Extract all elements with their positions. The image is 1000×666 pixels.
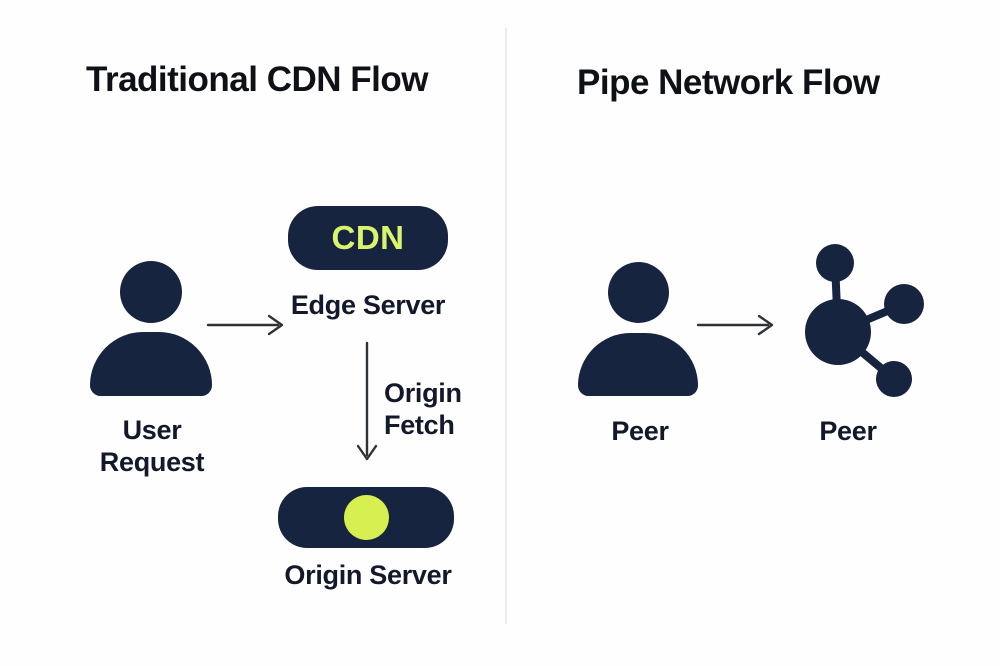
peer-source-label: Peer — [611, 416, 669, 446]
arrow-right-icon — [696, 314, 774, 336]
arrow-down-icon — [356, 341, 378, 461]
peer-user-icon — [608, 262, 669, 323]
origin-status-dot-icon — [343, 495, 389, 540]
peer-user-icon-body — [578, 333, 698, 396]
edge-server-label: Edge Server — [290, 290, 446, 320]
user-icon — [120, 261, 182, 323]
left-panel-title: Traditional CDN Flow — [86, 60, 428, 99]
network-nodes-icon — [805, 244, 924, 397]
origin-server-pill — [278, 487, 454, 548]
origin-fetch-label: Origin Fetch — [384, 378, 462, 441]
cdn-pill-label: CDN — [331, 219, 405, 256]
user-icon-body — [90, 332, 212, 396]
right-panel-title: Pipe Network Flow — [577, 63, 880, 102]
origin-server-label: Origin Server — [284, 560, 452, 590]
user-request-label: User Request — [99, 415, 205, 478]
peer-target-label: Peer — [819, 416, 877, 446]
cdn-pill: CDN — [288, 206, 448, 270]
arrow-right-icon — [206, 314, 284, 336]
panel-divider — [505, 28, 507, 624]
